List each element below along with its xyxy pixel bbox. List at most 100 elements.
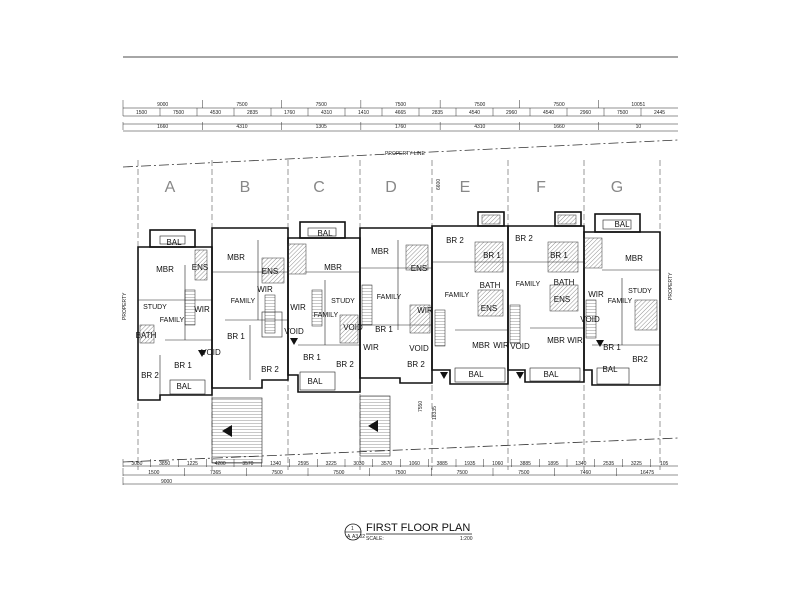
room-label: FAMILY [160, 317, 185, 324]
property-line-bottom [122, 437, 679, 463]
dimension-label: 16475 [640, 470, 654, 476]
room-label: BAL [468, 370, 484, 379]
dimension-label: 10051 [631, 102, 645, 108]
room-label: ENS [411, 264, 427, 273]
room-label: BATH [136, 331, 157, 340]
unit-label: A [165, 179, 176, 196]
vertical-dimension-label: 6600 [436, 179, 442, 190]
room-label: ENS [481, 304, 497, 313]
room-label: BAL [602, 365, 618, 374]
vertical-dimension-label: 7550 [418, 401, 424, 412]
room-label: BAL [166, 238, 182, 247]
dimension-label: 7500 [518, 470, 529, 476]
dimension-label: 3030 [353, 461, 364, 467]
title-sheet-ref: A3.02 [352, 534, 365, 540]
room-label: BAL [307, 377, 323, 386]
room-label: BR 1 [303, 353, 321, 362]
drawing-title-block: 1 A A3.02 FIRST FLOOR PLAN SCALE: 1:200 [344, 522, 473, 542]
room-label: WIR [417, 306, 433, 315]
unit-label: G [611, 179, 623, 196]
room-label: BATH [480, 281, 501, 290]
room-label: MBR [156, 265, 174, 274]
room-label: FAMILY [377, 294, 402, 301]
dimension-label: 2445 [654, 110, 665, 116]
room-label: WIR [194, 305, 210, 314]
room-label: BR 1 [483, 251, 501, 260]
building-walls [137, 211, 661, 401]
vertical-dimensions: 6600 7550 18335 [418, 179, 442, 420]
dimension-label: 2835 [432, 110, 443, 116]
dimension-label: 7500 [617, 110, 628, 116]
room-label: MBR [227, 253, 245, 262]
dimension-label: 4310 [474, 124, 485, 130]
room-label: WIR [493, 341, 509, 350]
room-label: BR 1 [174, 361, 192, 370]
dimension-label: 1060 [492, 461, 503, 467]
dimension-label: 1305 [316, 124, 327, 130]
dimension-label: 7500 [395, 470, 406, 476]
dimension-label: 3570 [242, 461, 253, 467]
unit-label: D [385, 179, 397, 196]
dimension-label: 3570 [381, 461, 392, 467]
dimension-label: 4530 [210, 110, 221, 116]
drawing-scale-value: 1:200 [460, 536, 473, 542]
room-label: FAMILY [445, 292, 470, 299]
dimension-label: 7500 [236, 102, 247, 108]
room-label: BR2 [632, 355, 648, 364]
room-label: WIR [290, 303, 306, 312]
room-label: BR 2 [407, 360, 425, 369]
side-note-right: PROPERTY [668, 272, 674, 300]
room-label: FAMILY [314, 312, 339, 319]
dimension-label: 3885 [520, 461, 531, 467]
room-label: VOID [510, 342, 530, 351]
dimension-label: 4310 [321, 110, 332, 116]
drawing-scale-label: SCALE: [366, 536, 384, 542]
room-label: BAL [317, 229, 333, 238]
room-label: MBR [547, 336, 565, 345]
dimension-label: 2595 [298, 461, 309, 467]
room-label: ENS [262, 267, 278, 276]
room-label: MBR [472, 341, 490, 350]
room-label: VOID [580, 315, 600, 324]
dimension-label: 1340 [270, 461, 281, 467]
room-label: WIR [363, 343, 379, 352]
dimension-label: 4540 [469, 110, 480, 116]
dimension-label: 9000 [161, 479, 172, 485]
room-label: MBR [371, 247, 389, 256]
dimension-label: 1060 [409, 461, 420, 467]
dimension-label: 4540 [543, 110, 554, 116]
void-markers [198, 338, 604, 379]
dimension-label: 1935 [464, 461, 475, 467]
dimension-label: 3885 [437, 461, 448, 467]
dimension-label: 7500 [272, 470, 283, 476]
dimension-label: 1340 [575, 461, 586, 467]
dimension-label: 4200 [215, 461, 226, 467]
dimension-label: 1660 [554, 124, 565, 130]
dimension-label: 4665 [395, 110, 406, 116]
room-label: BR 1 [550, 251, 568, 260]
room-label: BR 2 [446, 236, 464, 245]
dimension-label: 7500 [333, 470, 344, 476]
room-label: WIR [567, 336, 583, 345]
dimension-label: 105 [660, 461, 669, 467]
dimension-label: 1500 [136, 110, 147, 116]
dimension-label: 3080 [131, 461, 142, 467]
room-label: BAL [543, 370, 559, 379]
dimension-label: 3225 [631, 461, 642, 467]
room-label: MBR [324, 263, 342, 272]
dimension-label: 1760 [395, 124, 406, 130]
room-label: BR 2 [261, 365, 279, 374]
room-label: VOID [409, 344, 429, 353]
dimension-label: 3850 [159, 461, 170, 467]
room-label: FAMILY [516, 281, 541, 288]
room-label: MBR [625, 254, 643, 263]
title-ref-bottom: A [347, 534, 351, 540]
room-label: BAL [614, 220, 630, 229]
driveway-ramps [211, 395, 391, 464]
stairs [184, 284, 597, 347]
room-label: BR 2 [141, 371, 159, 380]
vertical-dimension-label: 18335 [432, 406, 438, 420]
